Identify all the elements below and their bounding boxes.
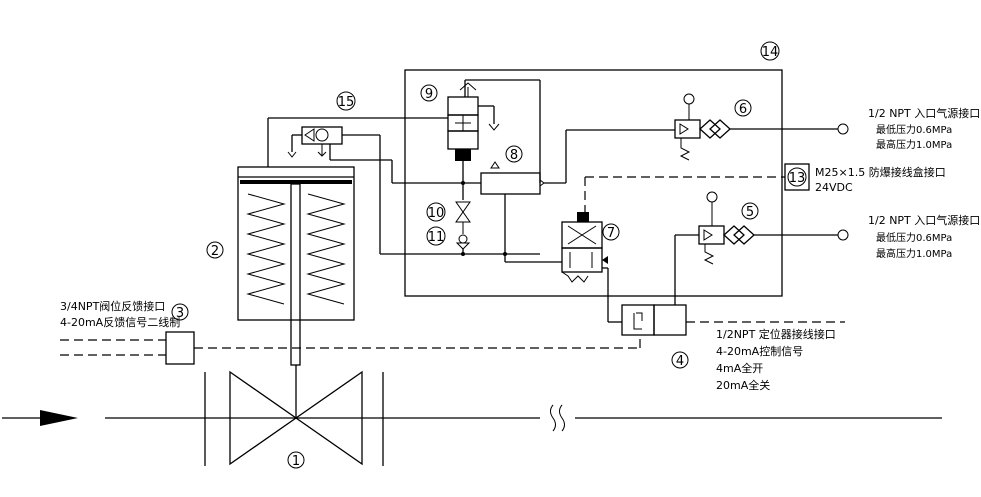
callout-5: 5 bbox=[741, 202, 759, 220]
callout-10: 10 bbox=[426, 202, 446, 222]
feedback-label: 3/4NPT阀位反馈接口 4-20mA反馈信号二线制 bbox=[60, 299, 180, 329]
svg-text:5: 5 bbox=[746, 205, 754, 220]
callout-1: 1 bbox=[287, 451, 305, 469]
svg-text:10: 10 bbox=[428, 206, 445, 221]
callout-14: 14 bbox=[760, 41, 780, 61]
callout-11: 11 bbox=[426, 226, 446, 246]
callout-15: 15 bbox=[336, 91, 356, 111]
air-inlet-mid-label: 1/2 NPT 入口气源接口 最低压力0.6MPa 最高压力1.0MPa bbox=[868, 213, 980, 260]
callout-3: 3 bbox=[171, 303, 189, 321]
process-pipe bbox=[105, 372, 942, 466]
svg-text:11: 11 bbox=[428, 230, 445, 245]
callout-9: 9 bbox=[420, 84, 438, 102]
svg-text:1/2 NPT 入口气源接口: 1/2 NPT 入口气源接口 bbox=[868, 213, 980, 227]
junction-box-label: M25×1.5 防爆接线盒接口 24VDC bbox=[815, 165, 946, 194]
callout-6: 6 bbox=[734, 99, 752, 117]
callout-2: 2 bbox=[206, 241, 224, 259]
svg-text:24VDC: 24VDC bbox=[815, 181, 853, 194]
solenoid-valve bbox=[447, 79, 541, 200]
svg-text:13: 13 bbox=[789, 171, 806, 186]
positioner bbox=[621, 304, 845, 336]
svg-text:1/2NPT 定位器接线接口: 1/2NPT 定位器接线接口 bbox=[716, 327, 836, 341]
svg-text:最低压力0.6MPa: 最低压力0.6MPa bbox=[876, 123, 952, 136]
svg-text:2: 2 bbox=[211, 244, 219, 259]
directional-valve bbox=[561, 212, 622, 323]
actuator bbox=[237, 166, 355, 366]
air-relay bbox=[480, 129, 675, 263]
svg-text:20mA全关: 20mA全关 bbox=[716, 378, 770, 392]
svg-text:M25×1.5 防爆接线盒接口: M25×1.5 防爆接线盒接口 bbox=[815, 165, 946, 179]
callout-13: 13 bbox=[787, 167, 807, 187]
svg-text:最高压力1.0MPa: 最高压力1.0MPa bbox=[876, 247, 952, 260]
valve-body bbox=[229, 365, 363, 466]
flow-arrow bbox=[2, 410, 78, 426]
svg-text:1/2 NPT 入口气源接口: 1/2 NPT 入口气源接口 bbox=[868, 106, 980, 120]
svg-text:6: 6 bbox=[739, 102, 747, 117]
svg-text:8: 8 bbox=[510, 148, 518, 163]
callout-7: 7 bbox=[602, 223, 620, 241]
shuttle-valve bbox=[267, 117, 540, 255]
svg-text:4mA全开: 4mA全开 bbox=[716, 361, 763, 375]
svg-text:最高压力1.0MPa: 最高压力1.0MPa bbox=[876, 138, 952, 151]
svg-text:最低压力0.6MPa: 最低压力0.6MPa bbox=[876, 231, 952, 244]
svg-text:7: 7 bbox=[607, 226, 615, 241]
svg-text:4-20mA反馈信号二线制: 4-20mA反馈信号二线制 bbox=[60, 315, 180, 329]
filter-regulator-top bbox=[674, 93, 849, 161]
svg-text:1: 1 bbox=[292, 454, 300, 469]
svg-text:4: 4 bbox=[676, 354, 684, 369]
filter-regulator-mid bbox=[674, 191, 849, 305]
svg-text:3: 3 bbox=[176, 306, 184, 321]
callout-8: 8 bbox=[505, 145, 523, 163]
callout-4: 4 bbox=[671, 351, 689, 369]
svg-text:4-20mA控制信号: 4-20mA控制信号 bbox=[716, 344, 803, 358]
feedback-transmitter bbox=[60, 331, 641, 365]
manual-override-valves bbox=[455, 181, 471, 256]
junction-box bbox=[584, 163, 810, 212]
svg-text:9: 9 bbox=[425, 87, 433, 102]
svg-text:3/4NPT阀位反馈接口: 3/4NPT阀位反馈接口 bbox=[60, 299, 165, 313]
air-inlet-top-label: 1/2 NPT 入口气源接口 最低压力0.6MPa 最高压力1.0MPa bbox=[868, 106, 980, 151]
positioner-label: 1/2NPT 定位器接线接口 4-20mA控制信号 4mA全开 20mA全关 bbox=[716, 327, 836, 392]
svg-text:15: 15 bbox=[338, 95, 355, 110]
svg-text:14: 14 bbox=[762, 45, 779, 60]
